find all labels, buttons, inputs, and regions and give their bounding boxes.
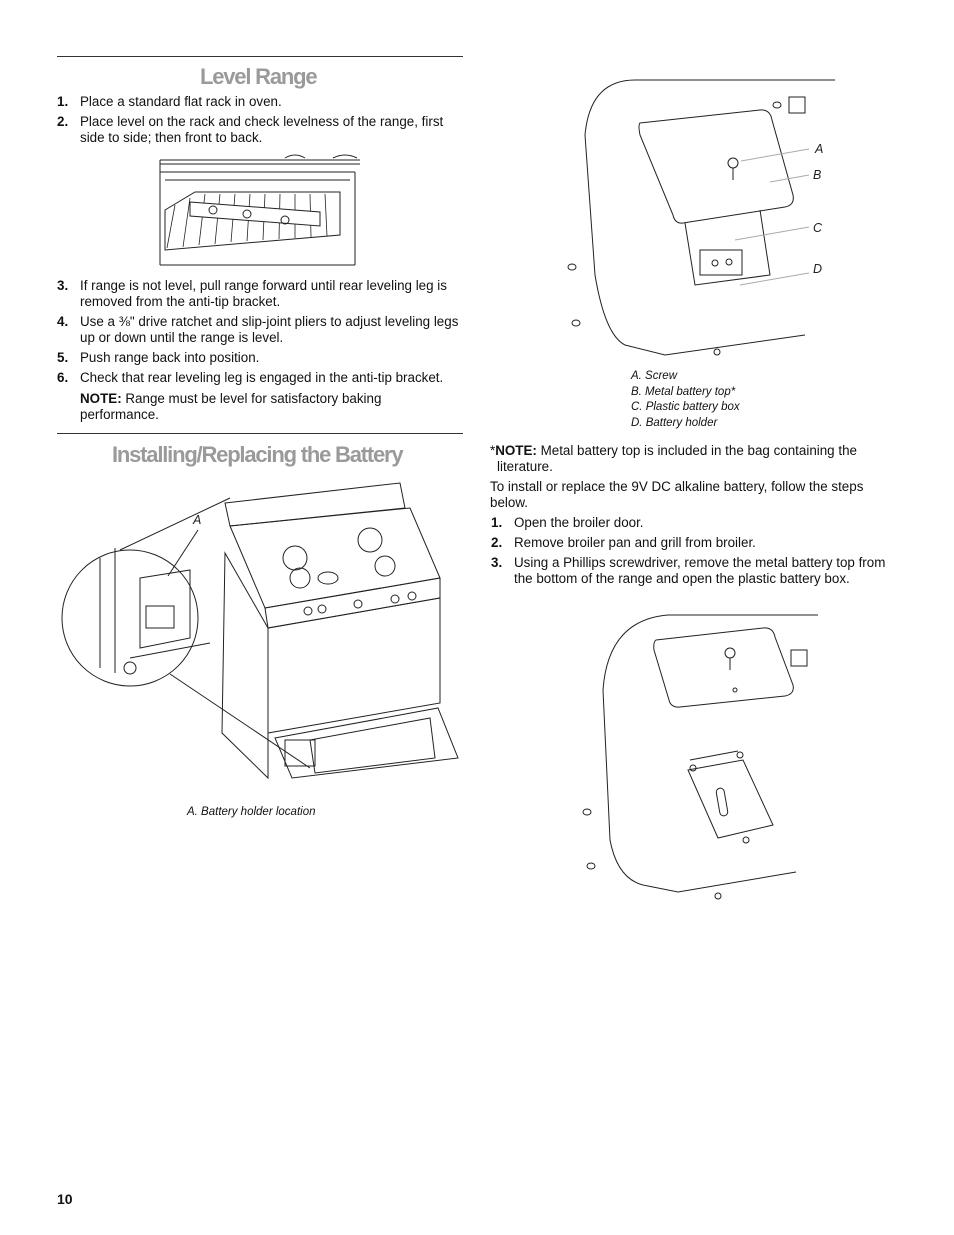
callout-a: A (814, 142, 823, 156)
legend-item: B. Metal battery top* (631, 385, 736, 398)
battery-parts-legend: A. Screw B. Metal battery top* C. Plasti… (631, 369, 740, 431)
page-number: 10 (57, 1191, 73, 1207)
battery-intro: To install or replace the 9V DC alkaline… (490, 479, 864, 510)
section-divider (57, 56, 463, 57)
battery-location-caption: A. Battery holder location (187, 806, 316, 818)
list-item: 2.Remove broiler pan and grill from broi… (491, 535, 756, 550)
callout-b: B (813, 168, 821, 182)
battery-box-detail-illustration: A B C D (565, 75, 835, 365)
rack-level-illustration (155, 150, 365, 268)
list-item: 4.Use a ⅜" drive ratchet and slip-joint … (57, 314, 459, 345)
battery-top-removal-illustration (578, 610, 818, 900)
list-item: 1.Open the broiler door. (491, 515, 644, 530)
list-item: 6.Check that rear leveling leg is engage… (57, 370, 444, 385)
legend-item: A. Screw (631, 370, 678, 382)
level-range-heading: Level Range (200, 64, 318, 89)
legend-item: D. Battery holder (631, 416, 718, 429)
callout-c: C (813, 221, 823, 235)
battery-note: *NOTE: Metal battery top is included in … (490, 443, 857, 474)
list-item: 2.Place level on the rack and check leve… (57, 114, 444, 145)
level-range-steps-a: 1.Place a standard flat rack in oven. 2.… (57, 94, 463, 150)
list-item: 5.Push range back into position. (57, 350, 260, 365)
section-divider (57, 433, 463, 434)
battery-steps: 1.Open the broiler door. 2.Remove broile… (491, 515, 891, 591)
callout-a: A (192, 513, 201, 527)
list-item: 3.If range is not level, pull range forw… (57, 278, 447, 309)
list-item: 3.Using a Phillips screwdriver, remove t… (491, 555, 886, 586)
level-range-steps-b: 3.If range is not level, pull range forw… (57, 278, 463, 390)
level-range-note: NOTE: Range must be level for satisfacto… (80, 391, 382, 422)
legend-item: C. Plastic battery box (631, 401, 740, 413)
callout-d: D (813, 262, 822, 276)
battery-heading: Installing/Replacing the Battery (112, 442, 404, 467)
range-battery-location-illustration: A (60, 478, 460, 798)
list-item: 1.Place a standard flat rack in oven. (57, 94, 282, 109)
